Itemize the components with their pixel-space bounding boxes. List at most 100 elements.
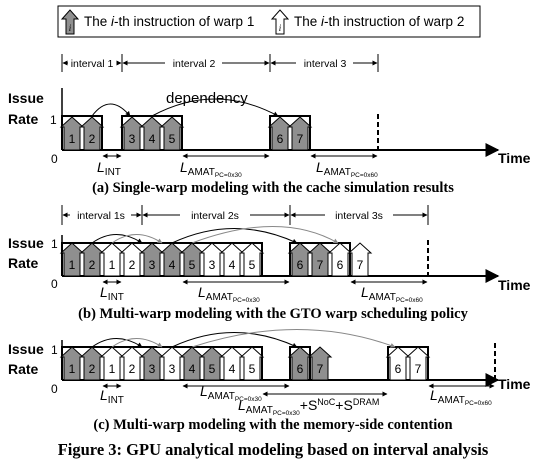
panel-a-time-label: Time <box>498 150 531 166</box>
legend-warp2-icon: i <box>270 9 290 35</box>
panel-c-block: 6 <box>385 346 411 381</box>
panel-a-dependency-arrow <box>151 98 279 117</box>
panel-c-caption: (c) Multi-warp modeling with the memory-… <box>93 417 452 433</box>
panel-a-intervals <box>61 54 379 72</box>
panel-c-lamat-pc30-label: LAMATPC=0x30 <box>200 383 262 403</box>
panel-c-lint-label: LINT <box>100 387 124 406</box>
svg-text:7: 7 <box>317 362 324 376</box>
panel-c-time-label: Time <box>498 376 531 392</box>
svg-text:6: 6 <box>297 362 304 376</box>
panel-b-intervals <box>61 205 429 225</box>
panel-b-dependency-arrow <box>111 234 163 244</box>
panel-b-block: 3 <box>139 242 165 277</box>
panel-b-blocks: 1 2 1 2 3 4 5 3 4 5 6 7 6 7 <box>59 242 373 277</box>
panel-b-block: 1 <box>99 242 125 277</box>
panel-a-interval-3: interval 3 <box>304 58 347 70</box>
legend-warp2-label: The i-th instruction of warp 2 <box>294 14 464 29</box>
svg-text:2: 2 <box>89 258 96 272</box>
panel-a-dependency-label: dependency <box>166 90 248 107</box>
panel-a-block: 7 <box>287 116 313 151</box>
svg-text:6: 6 <box>297 258 304 272</box>
legend-warp1-icon: i <box>60 9 80 35</box>
panel-a-one-label: 1 <box>50 113 57 127</box>
panel-b-lamat-pc60-label: LAMATPC=0x60 <box>361 284 423 304</box>
panel-c-block: 6 <box>287 346 313 381</box>
panel-c-zero-label: 0 <box>51 382 58 396</box>
legend-warp2-glyph: i <box>279 23 282 33</box>
panel-a-block: 3 <box>119 116 145 151</box>
svg-text:6: 6 <box>337 258 344 272</box>
panel-c-lamat-pc60-label: LAMATPC=0x60 <box>430 387 492 407</box>
svg-text:1: 1 <box>109 362 116 376</box>
svg-text:6: 6 <box>277 132 284 146</box>
panel-c-issue-label: Issue <box>8 341 44 357</box>
svg-text:3: 3 <box>129 132 136 146</box>
panel-b-block: 5 <box>179 242 205 277</box>
svg-text:4: 4 <box>169 258 176 272</box>
panel-c-contention-label: LAMATPC=0x30+SNoC+SDRAM <box>238 397 379 417</box>
panel-c-block: 5 <box>199 346 225 381</box>
panel-c-dependency-arrow <box>111 338 163 348</box>
panel-b-caption: (b) Multi-warp modeling with the GTO war… <box>78 306 468 322</box>
figure-caption: Figure 3: GPU analytical modeling based … <box>58 440 489 459</box>
panel-b-interval-1s: interval 1s <box>77 210 125 222</box>
svg-text:2: 2 <box>129 258 136 272</box>
panel-b-interval-3s: interval 3s <box>335 210 383 222</box>
svg-text:5: 5 <box>189 258 196 272</box>
svg-text:1: 1 <box>69 258 76 272</box>
panel-c-block: 4 <box>219 346 245 381</box>
panel-a-interval-1: interval 1 <box>71 58 114 70</box>
legend-warp1-label: The i-th instruction of warp 1 <box>84 14 254 29</box>
panel-a-issue-label: Issue <box>8 90 44 106</box>
panel-b-interval-2s: interval 2s <box>191 210 239 222</box>
panel-c-dependency-arrow <box>191 329 396 348</box>
panel-a-blocks: 1 2 3 4 5 6 7 <box>59 116 313 151</box>
svg-text:4: 4 <box>149 132 156 146</box>
svg-text:3: 3 <box>209 258 216 272</box>
legend: i The i-th instruction of warp 1 i The i… <box>57 5 481 38</box>
panel-b-block: 6 <box>327 242 353 277</box>
svg-text:3: 3 <box>169 362 176 376</box>
svg-text:3: 3 <box>149 362 156 376</box>
svg-text:7: 7 <box>317 258 324 272</box>
panel-a-block: 1 <box>59 116 85 151</box>
panel-a-block: 5 <box>159 116 185 151</box>
panel-a-lint-label: LINT <box>97 159 121 178</box>
panel-b-dependency-arrow <box>171 228 298 244</box>
svg-text:7: 7 <box>297 132 304 146</box>
panel-c-dependency-arrow <box>171 332 298 348</box>
panel-c-block: 7 <box>307 346 333 381</box>
panel-b-dependency-arrow <box>191 226 339 244</box>
svg-text:1: 1 <box>69 362 76 376</box>
panel-b-block: 7 <box>347 242 373 277</box>
panel-a-dependency-arrow <box>91 103 131 117</box>
panel-b-lint-label: LINT <box>100 284 124 303</box>
panel-b-lamat-pc30-label: LAMATPC=0x30 <box>198 284 260 304</box>
svg-text:7: 7 <box>357 258 364 272</box>
panel-a-block: 2 <box>79 116 105 151</box>
svg-text:2: 2 <box>89 132 96 146</box>
panel-c-block: 1 <box>99 346 125 381</box>
panel-b-block: 6 <box>287 242 313 277</box>
panel-c-latency-arrows <box>102 383 495 397</box>
panel-c-block: 3 <box>139 346 165 381</box>
panel-b-block: 7 <box>307 242 333 277</box>
svg-text:1: 1 <box>109 258 116 272</box>
panel-a-block: 6 <box>267 116 293 151</box>
panel-a-caption: (a) Single-warp modeling with the cache … <box>92 180 454 196</box>
panel-a-lamat-pc30-label: LAMATPC=0x30 <box>180 159 242 179</box>
svg-text:5: 5 <box>249 362 256 376</box>
panel-b-block: 4 <box>219 242 245 277</box>
panel-c-dependency-arrow <box>91 338 143 348</box>
legend-warp1-glyph: i <box>69 23 72 33</box>
panel-a: interval 1 interval 2 interval 3 Issue R… <box>8 54 531 196</box>
panel-c-blocks: 1 2 1 2 3 3 4 5 4 5 6 7 6 7 <box>59 346 431 381</box>
panel-b-time-label: Time <box>498 277 531 293</box>
svg-text:2: 2 <box>129 362 136 376</box>
panel-b-block: 5 <box>239 242 265 277</box>
panel-b-block: 1 <box>59 242 85 277</box>
panel-a-block: 4 <box>139 116 165 151</box>
panel-b-block: 2 <box>119 242 145 277</box>
panel-c-block: 7 <box>405 346 431 381</box>
